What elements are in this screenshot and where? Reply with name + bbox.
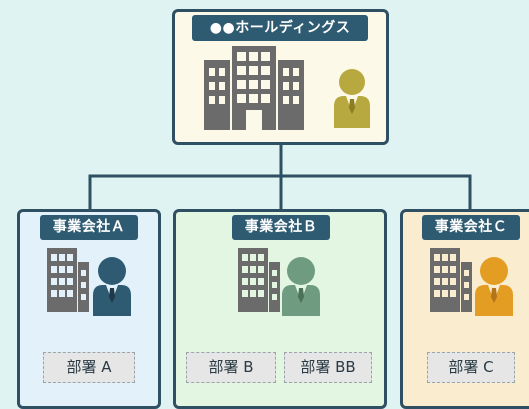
company-a-title: 事業会社Ａ [40, 215, 138, 240]
person-icon [475, 257, 513, 316]
building-icon [430, 248, 472, 312]
person-icon [334, 69, 370, 128]
building-icon [238, 248, 280, 312]
department-b: 部署 B [186, 352, 276, 383]
person-icon [282, 257, 320, 316]
building-icon [204, 46, 304, 130]
building-icon [47, 248, 89, 312]
company-c-title: 事業会社Ｃ [422, 215, 520, 240]
company-b-title: 事業会社Ｂ [232, 215, 330, 240]
holding-title: ●●ホールディングス [192, 15, 368, 41]
department-bb: 部署 BB [284, 352, 372, 383]
department-c: 部署 C [427, 352, 515, 383]
person-icon [93, 257, 131, 316]
department-a: 部署 A [43, 352, 135, 383]
